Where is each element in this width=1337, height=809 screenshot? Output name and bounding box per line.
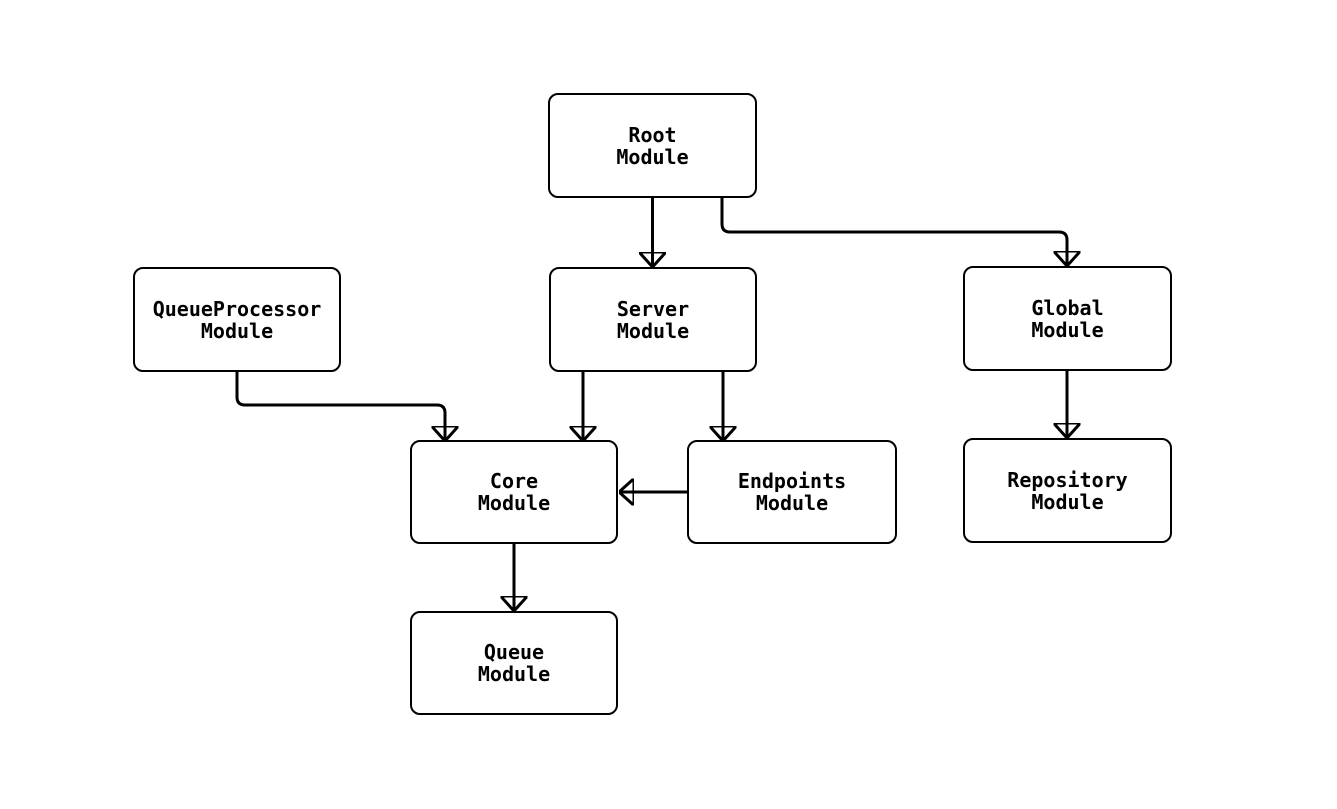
- node-root-module-label: Root Module: [616, 122, 689, 169]
- node-root-module: Root Module: [548, 93, 757, 198]
- node-server-module: Server Module: [549, 267, 757, 372]
- node-queueprocessor-module: QueueProcessor Module: [133, 267, 341, 372]
- node-queue-module-label: Queue Module: [477, 640, 551, 686]
- node-core-module-label: Core Module: [477, 469, 551, 515]
- node-global-module-label: Global Module: [1031, 295, 1104, 342]
- node-global-module: Global Module: [963, 266, 1172, 371]
- edge-root-to-global: [720, 198, 1067, 265]
- node-endpoints-module-label: Endpoints Module: [737, 469, 847, 515]
- node-endpoints-module: Endpoints Module: [687, 440, 897, 544]
- node-queueprocessor-module-label: QueueProcessor Module: [152, 296, 322, 343]
- node-queue-module: Queue Module: [410, 611, 618, 715]
- node-repository-module: Repository Module: [963, 438, 1172, 543]
- node-repository-module-label: Repository Module: [1007, 467, 1128, 514]
- node-core-module: Core Module: [410, 440, 618, 544]
- edge-queueprocessor-to-core: [235, 372, 445, 440]
- node-server-module-label: Server Module: [616, 296, 690, 343]
